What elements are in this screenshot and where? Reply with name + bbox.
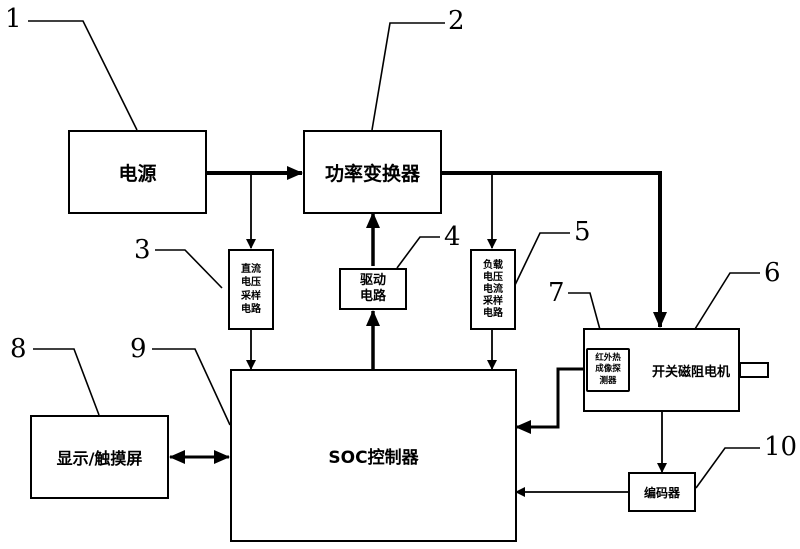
callout-number-9: 9 [130, 334, 147, 364]
callout-line-6 [694, 272, 760, 330]
soc-controller-block: SOC控制器 [230, 369, 517, 542]
callout-number-10: 10 [764, 432, 798, 462]
dc-voltage-sampling-block: 直流 电压 采样 电路 [228, 249, 274, 330]
callout-number-3: 3 [134, 235, 151, 265]
display-touch-label: 显示/触摸屏 [56, 449, 143, 468]
drive-circuit-label: 驱动 电路 [359, 272, 386, 304]
callout-number-4: 4 [444, 222, 461, 252]
callout-number-1: 1 [5, 4, 22, 34]
callout-line-1 [28, 20, 138, 131]
encoder-label: 编码器 [643, 485, 680, 500]
callout-line-5 [514, 232, 570, 286]
callout-number-6: 6 [764, 258, 781, 288]
soc-controller-label: SOC控制器 [328, 448, 419, 468]
load-voltage-current-sampling-block: 负载 电压 电流 采样 电路 [470, 249, 516, 330]
callout-number-8: 8 [10, 334, 27, 364]
callout-line-3 [155, 249, 223, 289]
callout-number-7: 7 [548, 278, 565, 308]
arrow-converter-to-motor [442, 171, 667, 328]
ir-detector-label: 红外热 成像探 测器 [595, 353, 621, 386]
callout-number-2: 2 [448, 6, 465, 36]
callout-line-2 [371, 22, 445, 131]
encoder-block: 编码器 [628, 472, 696, 512]
callout-line-10 [695, 447, 760, 489]
drive-circuit-block: 驱动 电路 [339, 268, 407, 310]
srm-motor-label: 开关磁阻电机 [651, 364, 730, 380]
ir-thermal-detector-block: 红外热 成像探 测器 [586, 348, 630, 392]
power-converter-block: 功率变换器 [303, 130, 442, 214]
callout-line-4 [396, 236, 440, 269]
dc-voltage-sampling-label: 直流 电压 采样 电路 [241, 263, 261, 316]
power-supply-label: 电源 [118, 162, 157, 185]
callout-line-9 [152, 348, 231, 426]
switched-reluctance-motor-block: 开关磁阻电机 [583, 328, 740, 412]
arrow-ir-to-soc [515, 367, 587, 434]
power-converter-label: 功率变换器 [324, 162, 420, 185]
callout-number-5: 5 [574, 217, 591, 247]
power-supply-block: 电源 [68, 130, 207, 214]
display-touchscreen-block: 显示/触摸屏 [30, 415, 169, 499]
motor-shaft [739, 362, 769, 378]
load-sampling-label: 负载 电压 电流 采样 电路 [483, 259, 503, 319]
callout-line-8 [33, 348, 100, 416]
